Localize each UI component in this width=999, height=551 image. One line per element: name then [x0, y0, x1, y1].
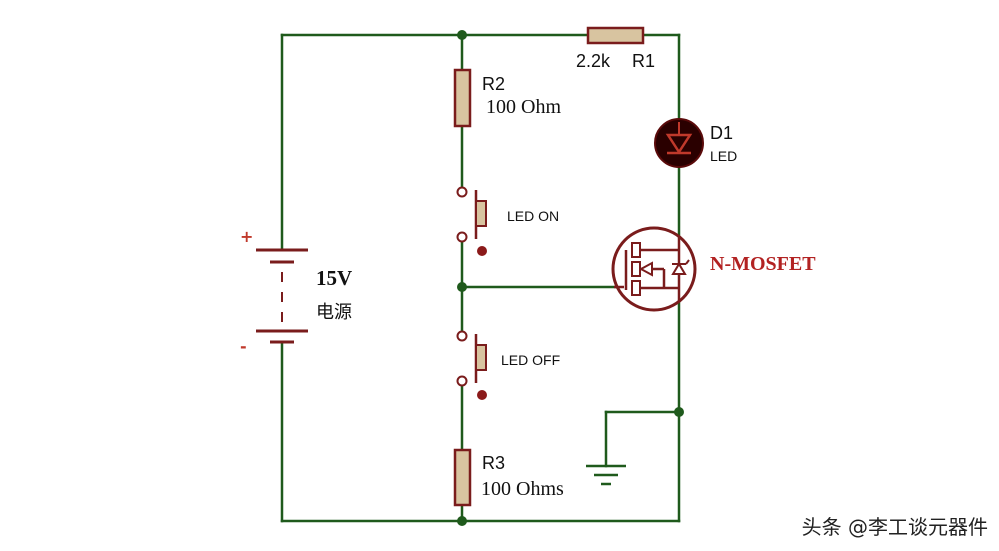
supply-voltage-label: 15V: [316, 266, 352, 290]
watermark-text: 头条 @李工谈元器件: [802, 515, 988, 539]
resistor-r2: [453, 68, 472, 128]
resistor-r1: [586, 26, 645, 45]
battery-minus-sign: -: [240, 337, 247, 356]
led-off-label: LED OFF: [501, 352, 560, 368]
led-off-push-button: [456, 330, 487, 400]
r2-name-label: R2: [482, 74, 505, 94]
d1-type-label: LED: [710, 148, 737, 164]
r3-value-label: 100 Ohms: [481, 478, 564, 500]
d1-name-label: D1: [710, 123, 733, 143]
mosfet-label: N-MOSFET: [710, 253, 816, 275]
r1-name-label: R1: [632, 51, 655, 71]
resistor-r3: [453, 448, 472, 507]
r1-value-label: 2.2k: [576, 51, 611, 71]
led-on-push-button: [456, 186, 487, 256]
ground-symbol: [586, 464, 626, 486]
n-mosfet-symbol: [611, 226, 697, 312]
supply-caption-label: 电源: [316, 302, 352, 323]
battery-plus-sign: +: [240, 227, 253, 246]
led-d1: [654, 118, 704, 168]
junction-dots: [457, 30, 684, 526]
battery-symbol: [256, 248, 308, 344]
r2-value-label: 100 Ohm: [486, 96, 561, 118]
r3-name-label: R3: [482, 453, 505, 473]
led-on-label: LED ON: [507, 208, 559, 224]
